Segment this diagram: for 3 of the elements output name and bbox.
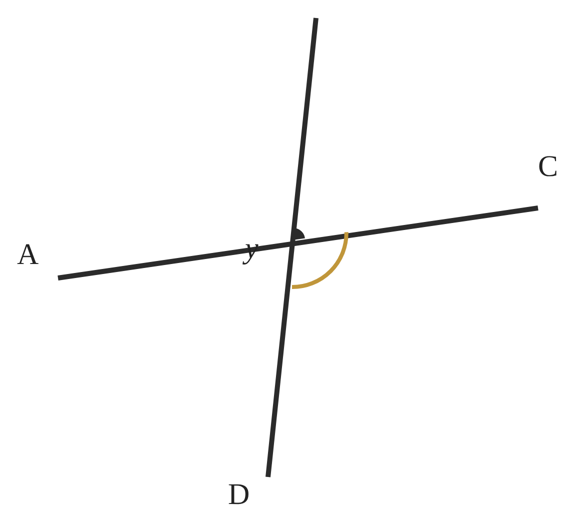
point-label: A xyxy=(17,240,39,270)
point-label: D xyxy=(228,480,250,510)
point-label: C xyxy=(538,152,558,182)
